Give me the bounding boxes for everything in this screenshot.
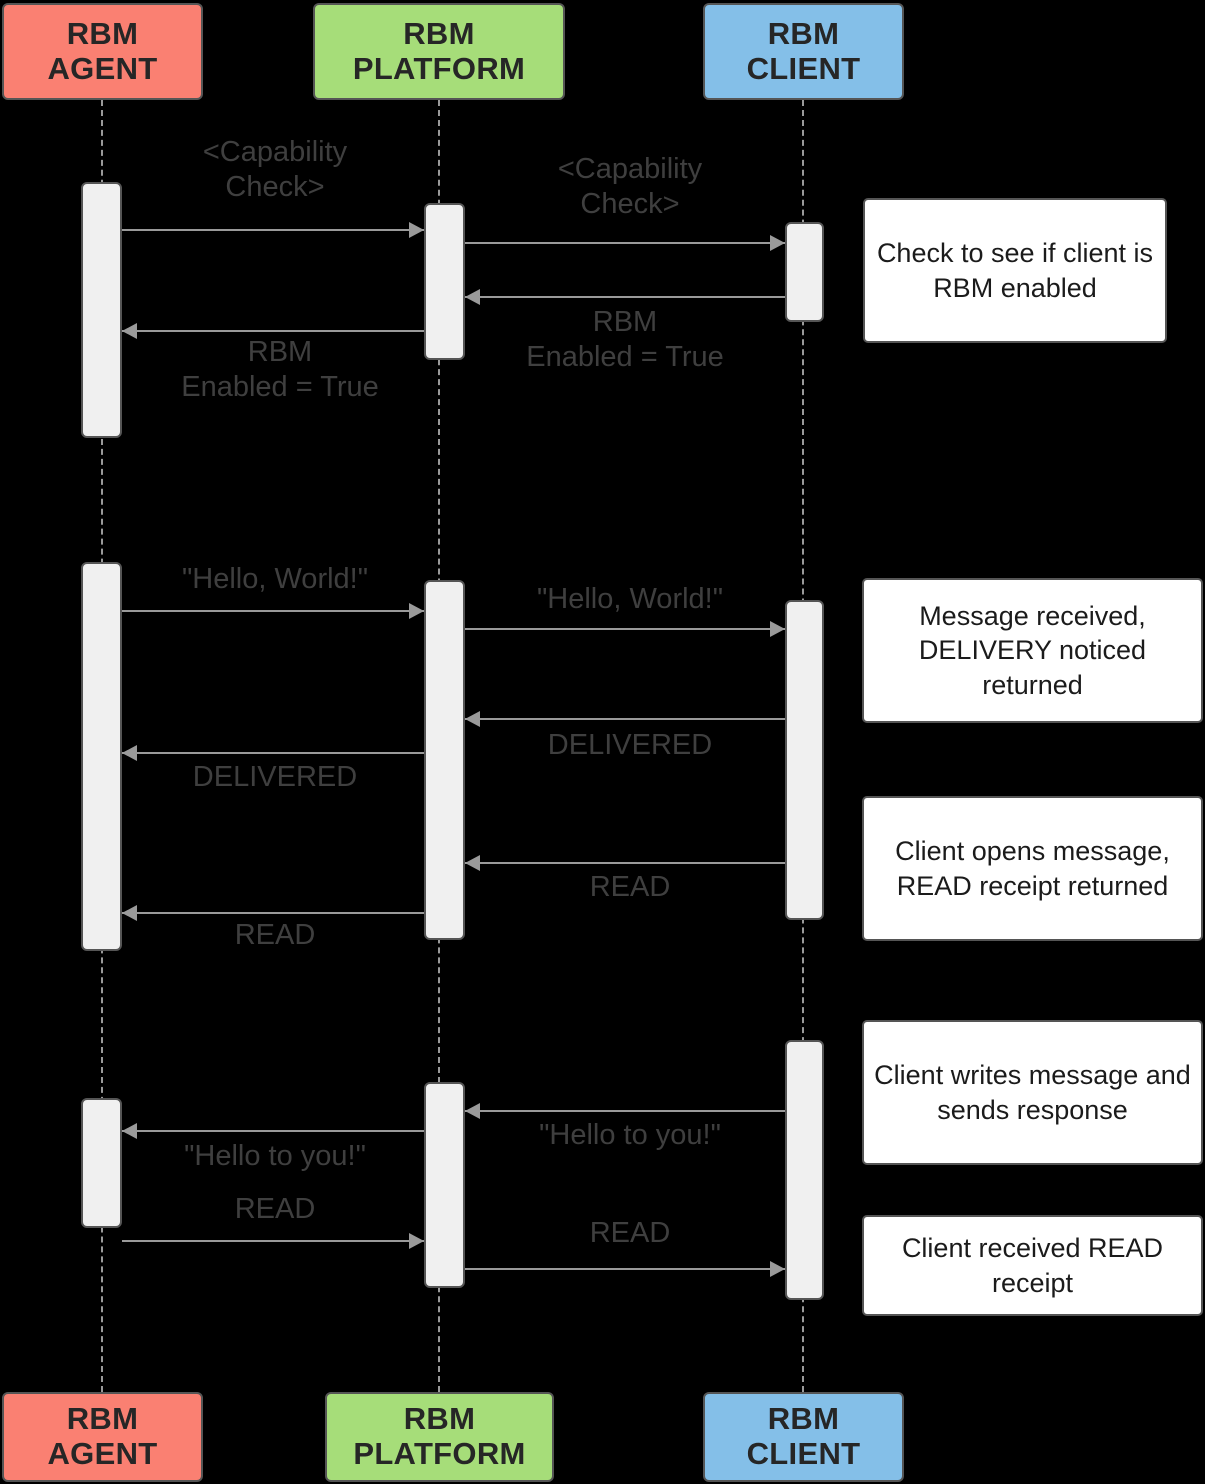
activation-client-1[interactable] (785, 222, 824, 322)
message-arrowhead-m11 (465, 1103, 480, 1119)
message-line-m9 (465, 862, 785, 864)
message-arrowhead-m8 (122, 745, 137, 761)
actor-label-agent: RBM AGENT (47, 1401, 158, 1471)
message-arrowhead-m5 (409, 603, 424, 619)
actor-head-agent[interactable]: RBM AGENT (2, 3, 203, 100)
note-n2[interactable]: Message received, DELIVERY noticed retur… (862, 578, 1203, 723)
message-line-m14 (465, 1268, 785, 1270)
message-line-m2 (465, 242, 785, 244)
message-label-m2: <Capability Check> (557, 153, 703, 221)
message-label-m12: "Hello to you!" (184, 1140, 366, 1172)
message-label-m6: "Hello, World!" (536, 583, 724, 615)
message-label-m1: <Capability Check> (202, 136, 348, 204)
message-arrowhead-m10 (122, 905, 137, 921)
message-label-m3: RBM Enabled = True (526, 306, 724, 374)
actor-label-client: RBM CLIENT (746, 15, 861, 86)
message-line-m10 (122, 912, 424, 914)
actor-label-client: RBM CLIENT (746, 1401, 861, 1471)
message-arrowhead-m1 (409, 222, 424, 238)
message-line-m7 (465, 718, 785, 720)
message-label-m5: "Hello, World!" (181, 563, 369, 595)
note-n4[interactable]: Client writes message and sends response (862, 1020, 1203, 1165)
actor-foot-agent[interactable]: RBM AGENT (2, 1392, 203, 1482)
message-label-m7: DELIVERED (547, 729, 713, 761)
message-label-m8: DELIVERED (192, 761, 358, 793)
note-n5[interactable]: Client received READ receipt (862, 1215, 1203, 1316)
message-label-m4: RBM Enabled = True (181, 336, 379, 404)
note-text-n4: Client writes message and sends response (874, 1059, 1191, 1125)
message-line-m8 (122, 752, 424, 754)
activation-client-3[interactable] (785, 1040, 824, 1300)
message-label-m10: READ (234, 919, 316, 951)
activation-platform-1[interactable] (424, 203, 465, 360)
activation-platform-2[interactable] (424, 580, 465, 940)
actor-label-agent: RBM AGENT (47, 15, 158, 86)
message-line-m12 (122, 1130, 424, 1132)
activation-agent-3[interactable] (81, 1098, 122, 1228)
actor-label-platform: RBM PLATFORM (352, 15, 526, 86)
note-n1[interactable]: Check to see if client is RBM enabled (863, 198, 1167, 343)
activation-client-2[interactable] (785, 600, 824, 920)
message-arrowhead-m7 (465, 711, 480, 727)
message-arrowhead-m9 (465, 855, 480, 871)
message-line-m1 (122, 229, 424, 231)
message-arrowhead-m4 (122, 323, 137, 339)
message-arrowhead-m13 (409, 1233, 424, 1249)
actor-foot-client[interactable]: RBM CLIENT (703, 1392, 904, 1482)
activation-agent-1[interactable] (81, 182, 122, 438)
message-arrowhead-m14 (770, 1261, 785, 1277)
message-label-m13: READ (234, 1193, 316, 1225)
message-arrowhead-m3 (465, 289, 480, 305)
message-arrowhead-m12 (122, 1123, 137, 1139)
note-text-n1: Check to see if client is RBM enabled (876, 237, 1154, 303)
actor-head-platform[interactable]: RBM PLATFORM (313, 3, 565, 100)
note-n3[interactable]: Client opens message, READ receipt retur… (862, 796, 1203, 941)
activation-agent-2[interactable] (81, 562, 122, 951)
message-line-m13 (122, 1240, 424, 1242)
note-text-n5: Client received READ receipt (901, 1232, 1164, 1298)
note-text-n3: Client opens message, READ receipt retur… (895, 835, 1170, 901)
actor-label-platform: RBM PLATFORM (353, 1401, 526, 1471)
message-arrowhead-m6 (770, 621, 785, 637)
message-label-m9: READ (589, 871, 671, 903)
note-text-n2: Message received, DELIVERY noticed retur… (918, 600, 1147, 700)
message-line-m11 (465, 1110, 785, 1112)
message-line-m4 (122, 330, 424, 332)
message-line-m3 (465, 296, 785, 298)
message-line-m5 (122, 610, 424, 612)
message-label-m14: READ (589, 1217, 671, 1249)
message-arrowhead-m2 (770, 235, 785, 251)
message-label-m11: "Hello to you!" (539, 1119, 721, 1151)
actor-head-client[interactable]: RBM CLIENT (703, 3, 904, 100)
actor-foot-platform[interactable]: RBM PLATFORM (325, 1392, 554, 1482)
message-line-m6 (465, 628, 785, 630)
activation-platform-3[interactable] (424, 1082, 465, 1288)
